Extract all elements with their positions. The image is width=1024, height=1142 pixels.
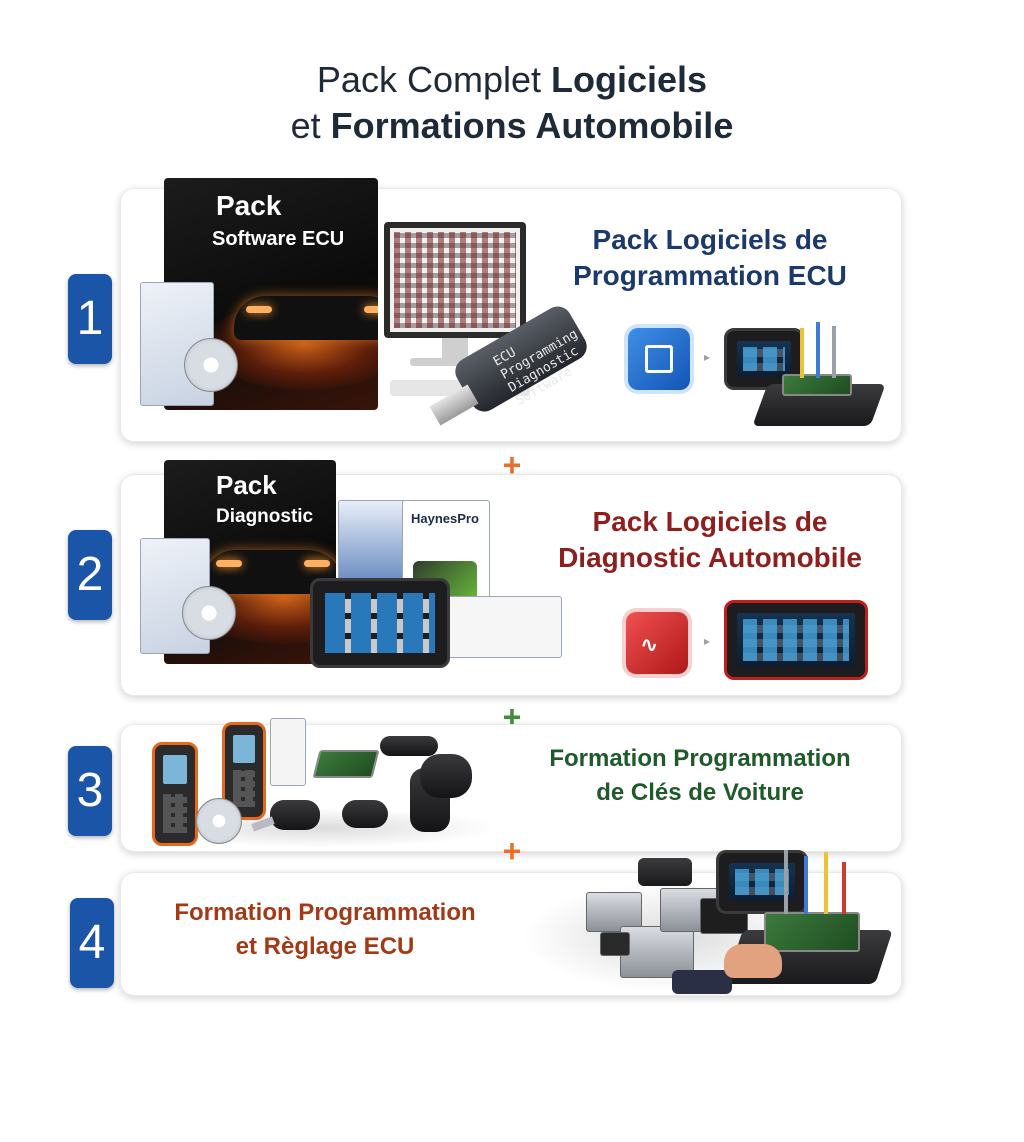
circuit-board-icon — [764, 912, 860, 952]
dvd-disc-icon — [184, 338, 238, 392]
plus-separator-1: + — [499, 449, 525, 481]
key-programmer-icon — [152, 742, 198, 846]
plus-separator-3: + — [499, 835, 525, 867]
section-3-title-line-1: Formation Programmation — [549, 745, 851, 772]
hand-icon — [724, 944, 782, 978]
section-3-number-badge: 3 — [68, 746, 112, 836]
sports-car-icon — [234, 296, 378, 340]
circuit-board-icon — [312, 750, 380, 778]
box-1-word-pack: Pack — [216, 190, 282, 221]
heartbeat-chip-icon: ∿ — [626, 612, 688, 674]
box-1-word-software: Software ECU — [212, 228, 345, 250]
diagnostic-kit-box-icon — [446, 596, 562, 658]
box-2-word-pack: Pack — [216, 470, 277, 500]
laptop-icon — [716, 850, 808, 914]
section-3-card[interactable]: Formation Programmation de Clés de Voitu… — [120, 718, 902, 852]
section-4-title-line-1: Formation Programmation — [174, 899, 476, 926]
diagnostic-tablet-icon — [310, 578, 450, 668]
section-1-number-badge: 1 — [68, 274, 112, 364]
probe-icon — [824, 852, 828, 914]
laptop-icon — [724, 328, 804, 390]
title-line-1-prefix: Pack Complet — [316, 59, 552, 100]
car-key-icon — [270, 800, 320, 830]
section-4-number-badge: 4 — [70, 898, 114, 988]
monitor-stand — [442, 338, 468, 360]
chip-icon — [628, 328, 690, 390]
section-2-number-badge: 2 — [68, 530, 112, 620]
title-line-1: Pack Complet Logiciels — [0, 58, 1024, 102]
section-2-title-line-2: Diagnostic Automobile — [558, 542, 862, 573]
sleeve-icon — [672, 970, 732, 994]
instrument-cluster-icon — [638, 858, 692, 886]
box-2-word-diagnostic: Diagnostic — [216, 506, 314, 527]
section-4-title: Formation Programmation et Règlage ECU — [140, 896, 510, 964]
section-3-title: Formation Programmation de Clés de Voitu… — [528, 742, 872, 810]
obd-connector-icon — [600, 932, 630, 956]
car-key-icon — [420, 754, 472, 798]
phone-icon — [270, 718, 306, 786]
title-line-2-prefix: et — [290, 105, 331, 146]
monitor-icon — [384, 222, 526, 338]
probe-icon — [784, 850, 788, 914]
arrow-right-icon: ▸ — [704, 350, 711, 364]
haynespro-label: HaynesPro — [411, 511, 479, 526]
section-2-card[interactable]: Pack Diagnostic HaynesPro Pack Logiciels… — [120, 460, 902, 696]
section-1-title-line-2: Programmation ECU — [573, 260, 847, 291]
section-1-title-line-1: Pack Logiciels de — [592, 224, 828, 255]
title-line-1-bold: Logiciels — [551, 59, 708, 100]
dvd-disc-icon — [196, 798, 242, 844]
ecu-module-icon — [586, 892, 642, 932]
title-line-2: et Formations Automobile — [0, 104, 1024, 148]
title-line-2-bold: Formations Automobile — [330, 105, 734, 146]
monitor-base — [410, 358, 500, 366]
probe-icon — [816, 322, 820, 378]
section-3-title-line-2: de Clés de Voiture — [596, 779, 804, 806]
section-2-title: Pack Logiciels de Diagnostic Automobile — [530, 504, 890, 576]
section-4-card[interactable]: Formation Programmation et Règlage ECU — [120, 850, 902, 996]
probe-icon — [832, 326, 836, 378]
plus-symbol: + — [502, 447, 522, 483]
plus-symbol: + — [502, 833, 522, 869]
section-2-title-line-1: Pack Logiciels de — [592, 506, 828, 537]
section-1-title: Pack Logiciels de Programmation ECU — [530, 222, 890, 294]
dvd-disc-icon — [182, 586, 236, 640]
probe-icon — [800, 328, 804, 378]
probe-icon — [842, 862, 846, 914]
diagnostic-tablet-icon — [724, 600, 868, 680]
car-key-icon — [380, 736, 438, 756]
section-4-title-line-2: et Règlage ECU — [235, 933, 415, 960]
arrow-right-icon: ▸ — [704, 634, 711, 648]
car-key-icon — [342, 800, 388, 828]
section-1-card[interactable]: Pack Software ECU ECU Programming Diagno… — [120, 178, 902, 442]
probe-icon — [804, 856, 808, 914]
